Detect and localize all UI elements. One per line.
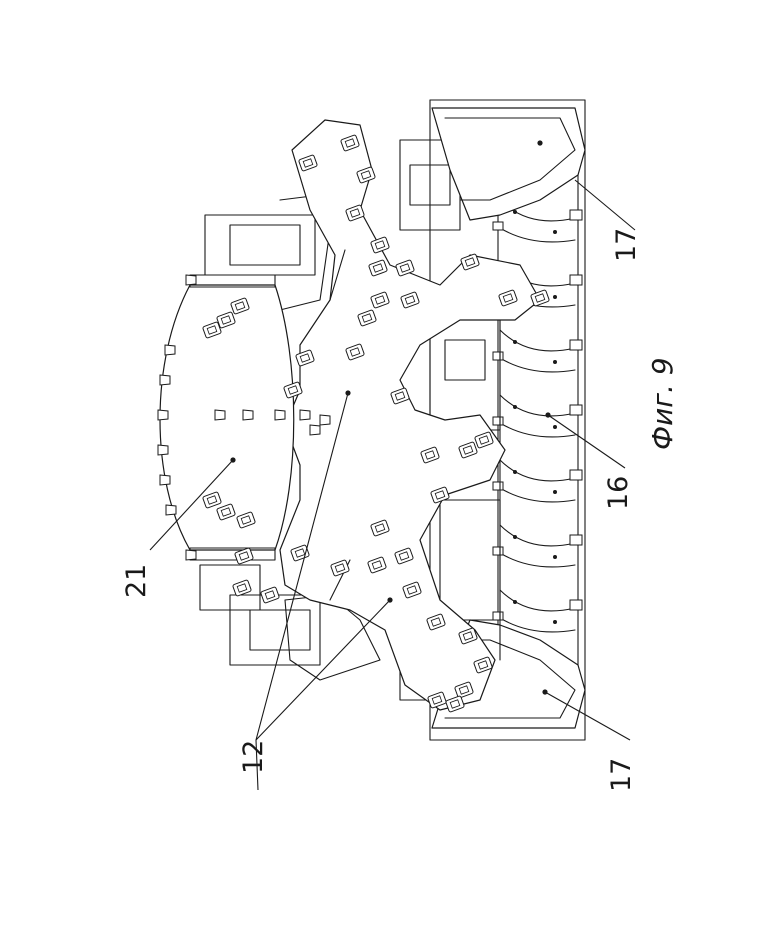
cutter-tooth — [186, 550, 196, 560]
drum-spiral — [500, 228, 575, 242]
drum-bolt — [553, 490, 557, 494]
cutter-tooth — [158, 410, 168, 420]
cutter-tooth — [243, 410, 253, 420]
drum-bit — [493, 547, 503, 555]
drum-bit — [570, 340, 582, 350]
drum-spiral — [500, 488, 575, 502]
tool-holder — [232, 580, 251, 597]
tool-holder — [260, 587, 279, 604]
cutter-tooth — [215, 410, 225, 420]
cutter-tooth — [310, 425, 320, 435]
drum-bolt — [513, 470, 517, 474]
drum-spiral — [500, 525, 575, 546]
callout-16: 16 — [603, 476, 634, 510]
cutter-tooth — [158, 445, 168, 455]
cutter-tooth — [160, 475, 170, 485]
cutter-tooth — [300, 410, 310, 420]
drum-spiral — [500, 358, 575, 372]
drum-bit — [493, 417, 503, 425]
drum-bit — [570, 275, 582, 285]
cutter-tooth — [320, 415, 330, 425]
drum-spiral — [500, 460, 575, 481]
cutter-tooth — [166, 505, 176, 515]
figure-caption: Фиг. 9 — [646, 357, 679, 450]
drum-bolt — [513, 340, 517, 344]
callout-12: 12 — [238, 740, 269, 774]
drum-bit — [570, 210, 582, 220]
drum-bolt — [553, 360, 557, 364]
drum-bolt — [513, 535, 517, 539]
drum-bolt — [513, 210, 517, 214]
cutter-tooth — [160, 375, 170, 385]
drum-bolt — [513, 600, 517, 604]
drum-spiral — [500, 395, 575, 416]
drum-spiral — [500, 330, 575, 351]
drum-bolt — [513, 405, 517, 409]
drum-bolt — [553, 425, 557, 429]
cutter-tooth — [275, 410, 285, 420]
cutter-tooth — [165, 345, 175, 355]
drum-bit — [570, 600, 582, 610]
drum-bit — [493, 222, 503, 230]
callout-17-top: 17 — [611, 228, 642, 262]
drum-spiral — [500, 553, 575, 567]
end-cover-17-top — [432, 108, 585, 220]
drum-bit — [493, 352, 503, 360]
drum-spiral — [500, 423, 575, 437]
callout-17-bottom: 17 — [606, 758, 637, 792]
drum-bolt — [553, 620, 557, 624]
cutter-tooth — [186, 275, 196, 285]
drum-bit — [570, 535, 582, 545]
drum-bit — [570, 470, 582, 480]
drum-bolt — [553, 295, 557, 299]
drum-spiral — [500, 590, 575, 611]
callout-21: 21 — [121, 564, 152, 598]
drum-bolt — [553, 230, 557, 234]
drum-bolt — [553, 555, 557, 559]
drum-bit — [570, 405, 582, 415]
drum-bit — [493, 482, 503, 490]
drum-bit — [493, 612, 503, 620]
